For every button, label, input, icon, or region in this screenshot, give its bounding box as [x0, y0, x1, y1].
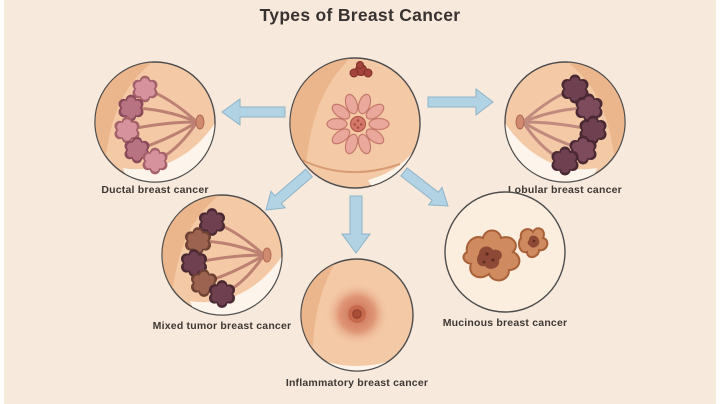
inflammatory-breast-icon — [300, 258, 414, 372]
ductal-breast-node — [93, 60, 217, 184]
mucinous-breast-node — [443, 190, 567, 314]
ductal-breast-icon — [94, 61, 216, 183]
arrow-to-ductal — [221, 98, 286, 126]
label-mucinous-breast-cancer: Mucinous breast cancer — [442, 317, 568, 329]
label-mixed-tumor-breast-cancer: Mixed tumor breast cancer — [152, 320, 292, 332]
mucinous-breast-icon — [444, 191, 566, 313]
mixed-tumor-breast-node — [160, 193, 284, 317]
tumor-lump — [349, 61, 373, 78]
label-lobular-breast-cancer: Lobular breast cancer — [508, 184, 622, 196]
arrow-to-lobular — [427, 87, 494, 117]
arrow-to-inflammatory — [341, 195, 371, 254]
diagram-title: Types of Breast Cancer — [259, 5, 461, 25]
mixed-tumor-breast-icon — [161, 194, 283, 316]
normal-breast-anatomy-icon — [289, 57, 421, 189]
lobular-breast-node — [503, 60, 627, 184]
label-inflammatory-breast-cancer: Inflammatory breast cancer — [285, 377, 429, 389]
label-ductal-breast-cancer: Ductal breast cancer — [101, 184, 209, 196]
right-margin — [716, 0, 720, 404]
lobular-breast-icon — [504, 61, 626, 183]
left-margin — [0, 0, 4, 404]
center-breast-anatomy-node — [288, 56, 422, 190]
lobule-flower — [326, 92, 390, 156]
inflammatory-breast-node — [299, 257, 415, 373]
